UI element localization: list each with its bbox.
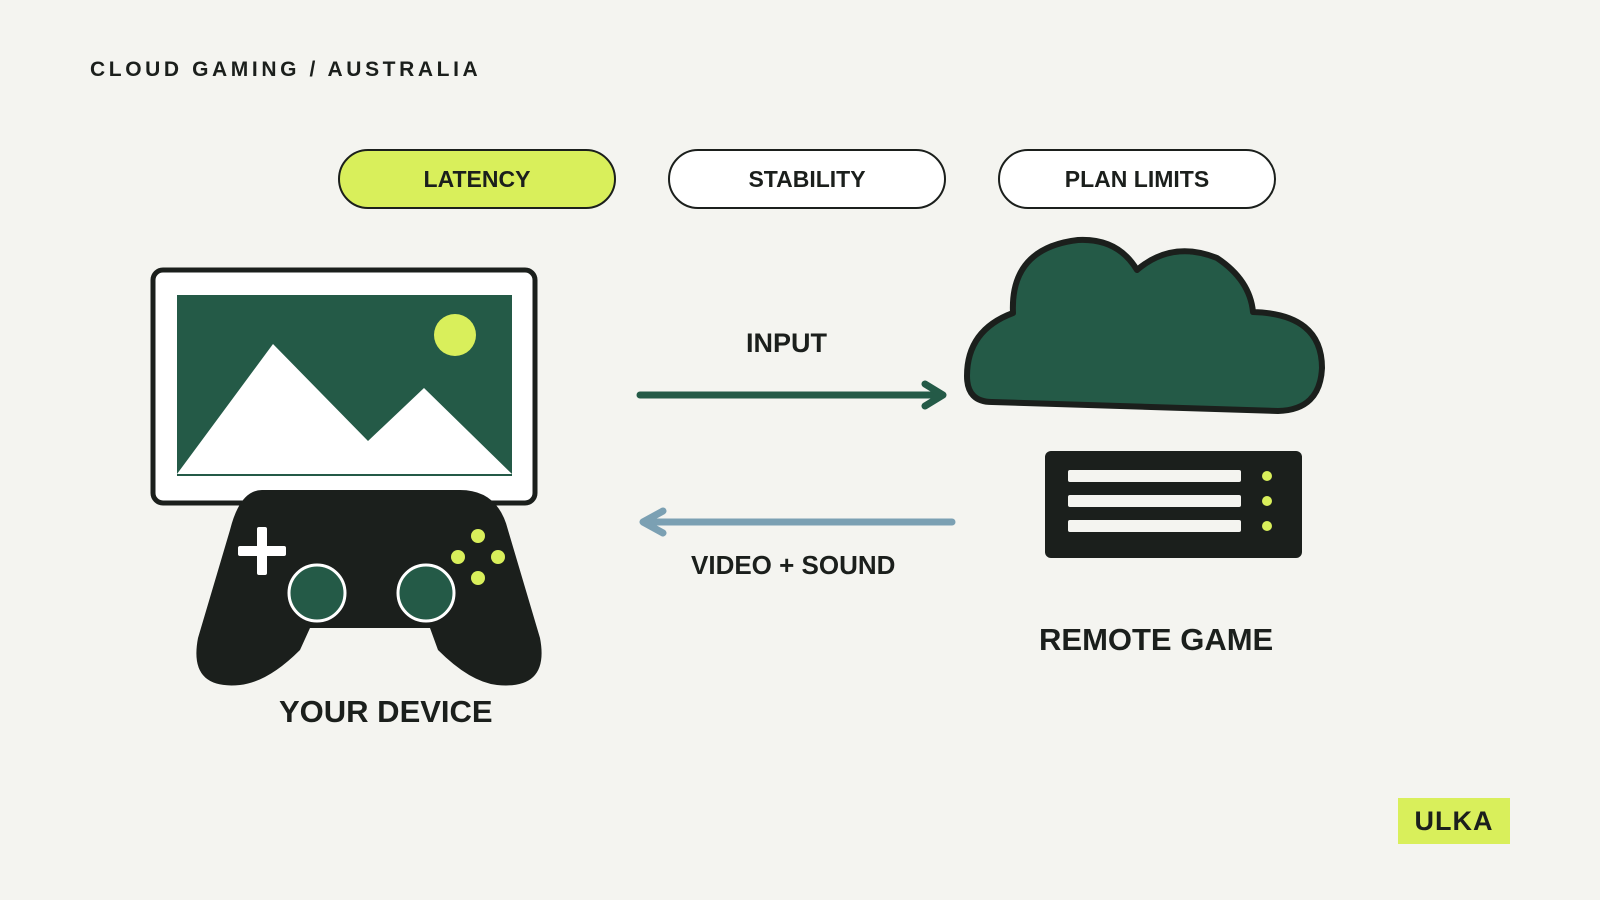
input-arrow-icon xyxy=(636,380,947,410)
video-sound-arrow-icon xyxy=(639,507,956,537)
tab-latency[interactable]: LATENCY xyxy=(338,149,616,209)
server-icon xyxy=(1045,451,1302,558)
mountain-icon xyxy=(177,344,512,474)
video-sound-label: VIDEO + SOUND xyxy=(691,550,896,580)
your-device-label: YOUR DEVICE xyxy=(279,694,493,729)
monitor-icon xyxy=(150,267,538,506)
cloud-icon xyxy=(964,236,1325,414)
tab-plan-limits[interactable]: PLAN LIMITS xyxy=(998,149,1276,209)
tab-stability[interactable]: STABILITY xyxy=(668,149,946,209)
page-eyebrow-title: CLOUD GAMING / AUSTRALIA xyxy=(90,58,482,81)
left-stick-icon xyxy=(287,563,347,623)
sun-icon xyxy=(434,314,476,356)
input-label: INPUT xyxy=(746,328,827,358)
remote-game-label: REMOTE GAME xyxy=(1039,622,1274,657)
action-buttons-icon xyxy=(451,529,505,585)
brand-logo: ULKA xyxy=(1398,798,1510,844)
right-stick-icon xyxy=(396,563,456,623)
game-controller-icon xyxy=(196,490,542,686)
topic-tabs: LATENCY STABILITY PLAN LIMITS xyxy=(0,149,1600,213)
